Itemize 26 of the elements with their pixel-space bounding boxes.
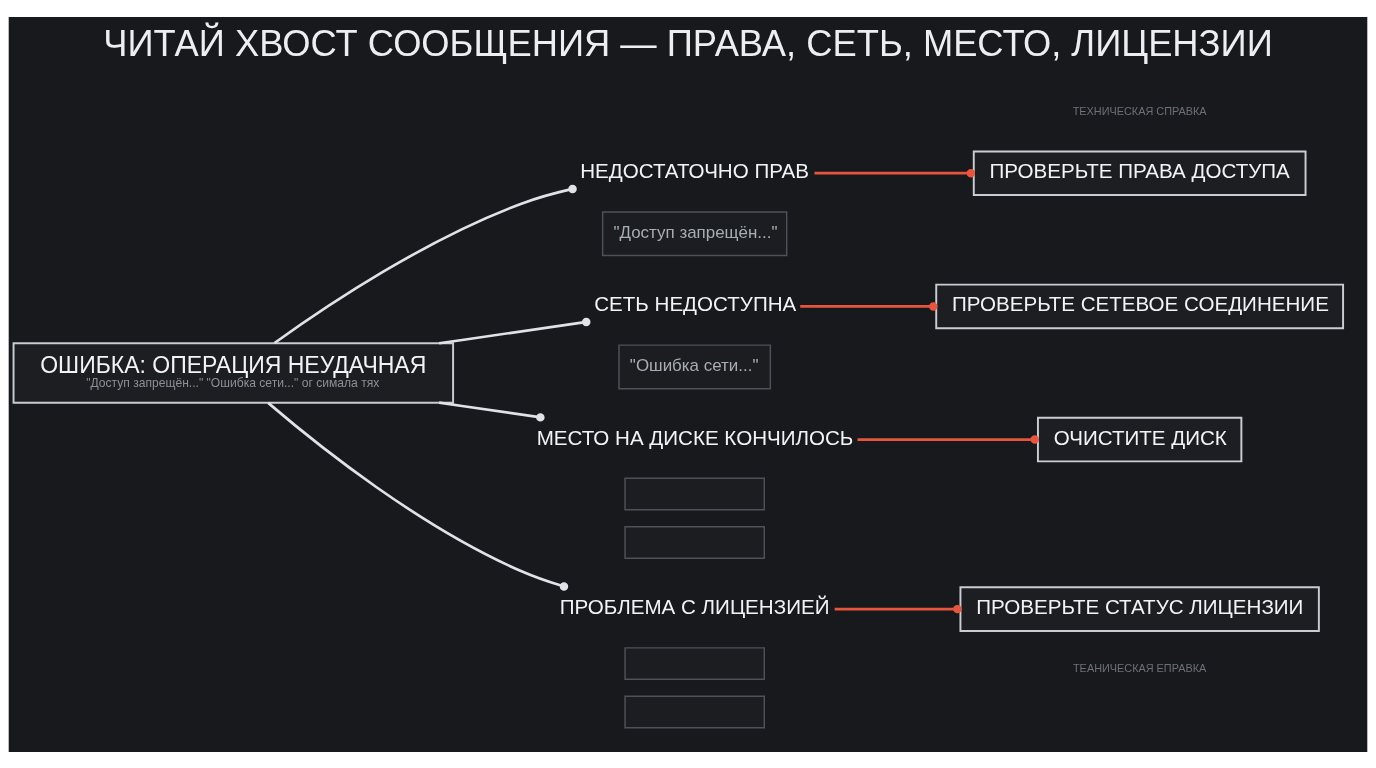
node-box: ПРОВЕРЬТЕ СТАТУС ЛИЦЕНЗИИ — [959, 585, 1320, 632]
connector — [814, 168, 976, 177]
node-box: ОЧИСТИТЕ ДИСК — [1036, 416, 1243, 462]
node-text: ПРОБЛЕМА С ЛИЦЕНЗИЕЙ — [559, 594, 830, 618]
connector — [438, 400, 545, 422]
node-box: ПРОВЕРЬТЕ СЕТЕВОЕ СОЕДИНЕНИЕ — [935, 283, 1345, 329]
diagram-title: ЧИТАЙ ХВОСТ СООБЩЕНИЯ — ПРАВА, СЕТЬ, МЕСТО, ЛИЦЕНЗИИ — [103, 22, 1273, 64]
connector — [834, 604, 962, 613]
node-box: "Ошибка сети..." — [618, 343, 772, 389]
node-text: МЕСТО НА ДИСКЕ КОНЧИЛОСЬ — [536, 425, 854, 449]
connector — [800, 301, 938, 311]
label: ТЕАНИЧЕСКАЯ ЕПРАВКА — [1072, 661, 1207, 674]
connector — [857, 434, 1039, 444]
node-box — [624, 646, 765, 680]
connector — [267, 401, 569, 591]
node-box — [624, 477, 765, 511]
label: ТЕХНИЧЕСКАЯ СПРАВКА — [1072, 104, 1207, 117]
connector — [273, 184, 577, 344]
node-text: СЕТЬ НЕДОСТУПНА — [594, 291, 797, 315]
node-box: "Доступ запрещён..." — [601, 210, 788, 256]
node-text: НЕДОСТАТОЧНО ПРАВ — [580, 158, 810, 182]
node-box — [624, 695, 765, 728]
node-box: ПРОВЕРЬТЕ ПРАВА ДОСТУПА — [972, 149, 1307, 196]
connector — [438, 317, 591, 345]
node-box — [624, 525, 765, 559]
node-box: ОШИБКА: ОПЕРАЦИЯ НЕУДАЧНАЯ "Доступ запрещён..." "Ошибка сети..." ог симала тях — [12, 341, 455, 404]
